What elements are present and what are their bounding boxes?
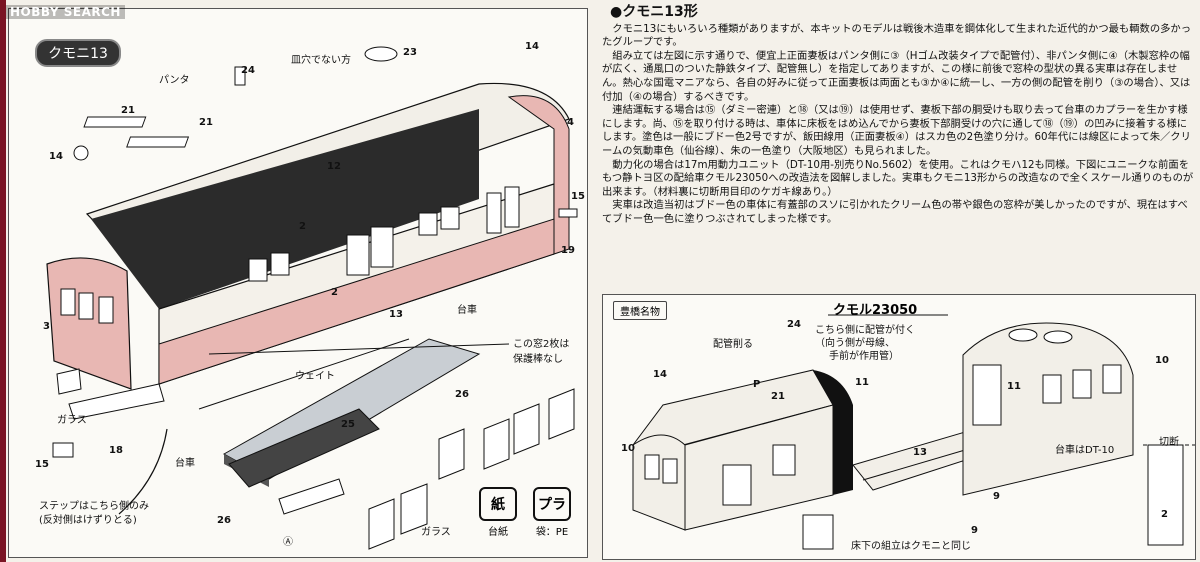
description-paragraph: 組み立ては左図に示す通りで、便宜上正面妻板はパンタ側に③（Hゴム改装タイプで配管… xyxy=(602,49,1191,103)
sub-part-number: 11 xyxy=(1007,381,1021,392)
sub-part-number: 10 xyxy=(1155,355,1169,366)
sub-part-number: 10 xyxy=(621,443,635,454)
stamp-label: 豊橋名物 xyxy=(613,301,667,320)
kumoru-drawing xyxy=(632,314,1195,550)
label-window-note-2: 保護棒なし xyxy=(513,354,563,365)
label-weight: ウェイト xyxy=(295,371,335,382)
part-number: 19 xyxy=(561,245,575,256)
sub-title: クモル23050 xyxy=(833,303,918,318)
p-mark: P xyxy=(753,379,761,390)
car-exploded-view xyxy=(46,46,578,550)
part-number: 15 xyxy=(571,191,585,202)
watermark: HOBBY SEARCH xyxy=(6,5,125,19)
sub-part-number: 11 xyxy=(855,377,869,388)
description-paragraph: 動力化の場合は17m用動力ユニット（DT-10用-別売りNo.5602）を使用。… xyxy=(602,158,1194,198)
part-number: 26 xyxy=(217,515,231,526)
kumoru-conversion-panel: 豊橋名物 クモル23050 配管削る こちら側に配管が付く （向う側が母線、 手… xyxy=(602,294,1196,560)
label-panta: パンタ xyxy=(159,75,190,86)
label-glass: ガラス xyxy=(57,415,87,426)
part-number: 14 xyxy=(49,151,63,162)
label-step-1: ステップはこちら側のみ xyxy=(39,501,149,512)
assembly-diagram-panel: クモニ13 xyxy=(8,8,588,558)
bag-label: 袋：PE xyxy=(535,527,569,538)
label-not-dish-hole: 皿穴でない方 xyxy=(291,55,351,66)
part-number: 14 xyxy=(525,41,539,52)
part-number: 12 xyxy=(327,161,341,172)
description-text: ●クモニ13形 クモニ13にもいろいろ種類がありますが、本キットのモデルは戦後木… xyxy=(602,4,1194,227)
paper-recycle-icon: 紙 xyxy=(479,487,517,521)
sub-part-number: 24 xyxy=(787,319,801,330)
part-number: 18 xyxy=(109,445,123,456)
label-underfloor: 床下の組立はクモニと同じ xyxy=(851,541,971,552)
part-number: 15 xyxy=(35,459,49,470)
sub-part-number: 13 xyxy=(913,447,927,458)
label-pipe-cut: 配管削る xyxy=(713,339,753,350)
sub-part-number: 9 xyxy=(971,525,978,536)
model-badge: クモニ13 xyxy=(35,39,121,67)
part-number: 26 xyxy=(455,389,469,400)
label-bogie-1: 台車 xyxy=(457,305,477,316)
sub-part-number: 9 xyxy=(993,491,1000,502)
part-number: 2 xyxy=(299,221,306,232)
description-paragraph: 連結運転する場合は⑮（ダミー密連）と⑱（又は⑲）は使用せず、妻板下部の胴受けも取… xyxy=(602,104,1191,157)
part-number: 25 xyxy=(341,419,355,430)
sub-part-number: 2 xyxy=(1161,509,1168,520)
description-paragraph: クモニ13にもいろいろ種類がありますが、本キットのモデルは戦後木造車を鋼体化して… xyxy=(602,22,1192,49)
label-glass-2: ガラス xyxy=(421,527,451,538)
plastic-recycle-icon: プラ xyxy=(533,487,571,521)
sub-part-number: 14 xyxy=(653,369,667,380)
plastic-recycle-mark: プラ 袋：PE xyxy=(533,487,571,538)
label-bogie-dt10: 台車はDT-10 xyxy=(1055,445,1115,456)
paper-recycle-mark: 紙 台紙 xyxy=(479,487,517,538)
label-pipe-side-2: （向う側が母線、 xyxy=(815,338,895,349)
part-number: 21 xyxy=(199,117,213,128)
part-number: 21 xyxy=(121,105,135,116)
part-number: 4 xyxy=(567,117,574,128)
part-number: 23 xyxy=(403,47,417,58)
label-bogie-2: 台車 xyxy=(175,458,195,469)
label-window-note-1: この窓2枚は xyxy=(513,339,570,350)
paper-label: 台紙 xyxy=(488,527,508,538)
part-number: 3 xyxy=(43,321,50,332)
label-circle-a: Ⓐ xyxy=(283,537,293,548)
part-number: 2 xyxy=(331,287,338,298)
sub-part-number: 21 xyxy=(771,391,785,402)
label-step-2: (反対側はけずりとる) xyxy=(39,515,137,526)
part-number: 24 xyxy=(241,65,255,76)
label-pipe-side-1: こちら側に配管が付く xyxy=(815,325,915,336)
label-cut: 切断 xyxy=(1159,437,1179,448)
description-paragraph: 実車は改造当初はブドー色の車体に有蓋部のスソに引かれたクリーム色の帯や銀色の窓枠… xyxy=(602,199,1188,225)
label-pipe-side-3: 手前が作用管） xyxy=(829,351,899,362)
description-heading: ●クモニ13形 xyxy=(610,4,698,20)
part-number: 13 xyxy=(389,309,403,320)
